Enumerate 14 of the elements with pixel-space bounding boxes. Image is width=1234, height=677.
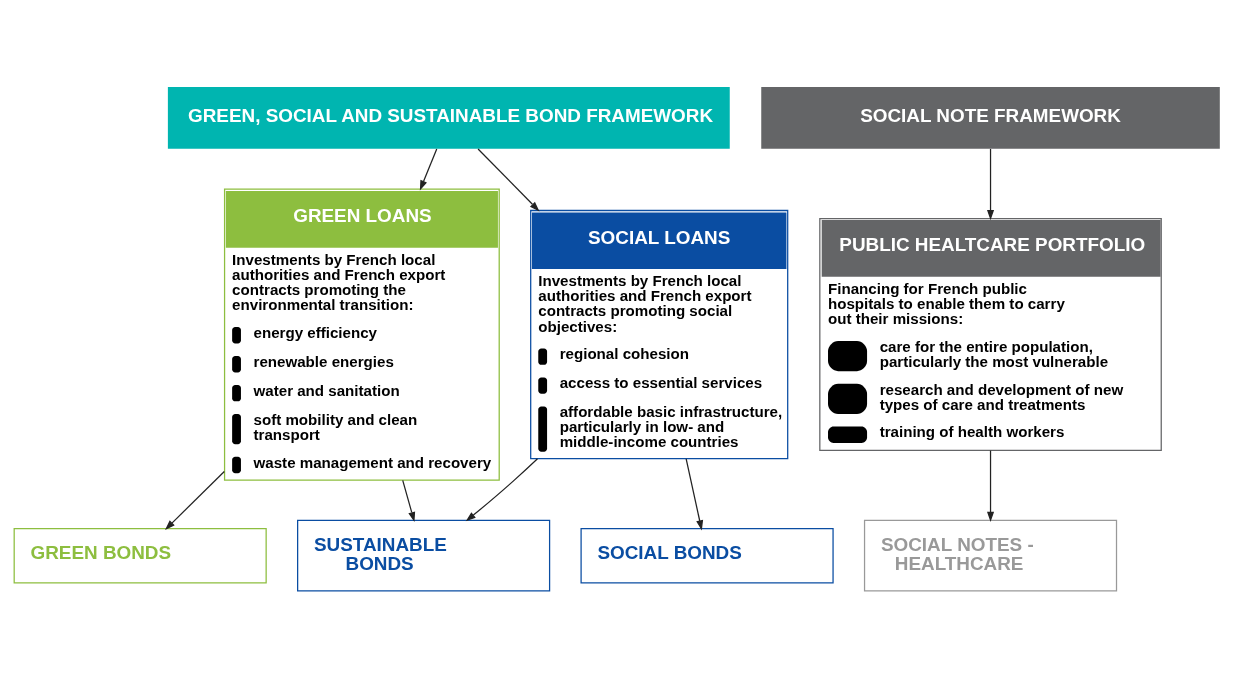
arrow — [685, 457, 704, 530]
node-box: SOCIAL BONDS — [580, 527, 834, 583]
arrow — [465, 457, 539, 521]
arrow — [419, 147, 438, 190]
node-box: GREEN BONDS — [13, 527, 267, 583]
arrow — [477, 147, 540, 211]
node-box: SOCIAL NOTES - HEALTHCARE — [863, 519, 1118, 592]
node-box: SOCIAL NOTE FRAMEWORK — [761, 86, 1220, 149]
arrow — [165, 470, 225, 530]
node-box: GREEN, SOCIAL AND SUSTAINABLE BOND FRAMEWORK — [167, 86, 730, 149]
arrow — [987, 449, 995, 522]
arrow — [402, 479, 416, 522]
node-box: SUSTAINABLE BONDS — [297, 519, 551, 592]
arrow — [987, 147, 995, 220]
